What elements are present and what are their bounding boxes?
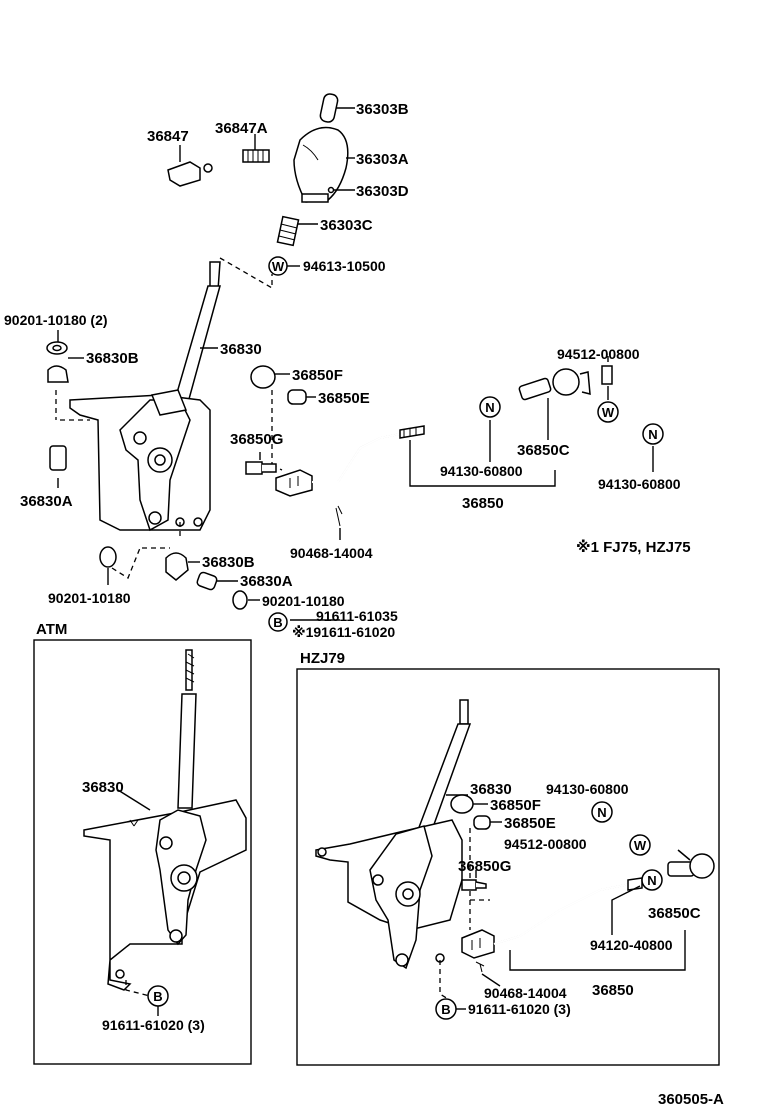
label-36303C: 36303C bbox=[320, 217, 373, 234]
hzj-label-36830: 36830 bbox=[470, 781, 512, 798]
label-36303D: 36303D bbox=[356, 183, 409, 200]
hzj-label-94130-60800: 94130-60800 bbox=[546, 781, 629, 797]
svg-text:N: N bbox=[485, 400, 494, 415]
atm-label-36830: 36830 bbox=[82, 779, 124, 796]
control-rod-top bbox=[275, 425, 425, 497]
hzj-label-36850: 36850 bbox=[592, 982, 634, 999]
hzj-label-90468-14004: 90468-14004 bbox=[484, 985, 567, 1001]
hzj-label-36850G: 36850G bbox=[458, 858, 511, 875]
hzj79-rod-end bbox=[667, 849, 715, 879]
svg-text:W: W bbox=[272, 259, 285, 274]
label-94613-10500: 94613-10500 bbox=[303, 258, 386, 274]
label-36830A-left: 36830A bbox=[20, 493, 73, 510]
nut-symbol-right: N bbox=[642, 423, 664, 445]
svg-text:W: W bbox=[602, 405, 615, 420]
shift-lever-top bbox=[69, 261, 221, 532]
label-36830A-low: 36830A bbox=[240, 573, 293, 590]
hzj-cotter-pin bbox=[475, 961, 485, 973]
washer-symbol-94613: W bbox=[268, 256, 288, 276]
label-36303A: 36303A bbox=[356, 151, 409, 168]
label-36830B-low: 36830B bbox=[202, 554, 255, 571]
hzj-bolt-36850G bbox=[461, 879, 477, 891]
hzj-label-91611-61020-3: 91611-61020 (3) bbox=[468, 1001, 571, 1017]
bushing-36850E bbox=[287, 389, 307, 405]
hzj79-title: HZJ79 bbox=[300, 650, 345, 667]
hzj79-control-rod bbox=[461, 877, 643, 959]
svg-text:N: N bbox=[648, 427, 657, 442]
hzj-bushing-36850E bbox=[473, 815, 491, 830]
nut-symbol-mid: N bbox=[479, 396, 501, 418]
label-94130-60800-right: 94130-60800 bbox=[598, 476, 681, 492]
label-36847: 36847 bbox=[147, 128, 189, 145]
label-91611-61020-alt: ※191611-61020 bbox=[292, 624, 395, 640]
label-90201-10180-b: 90201-10180 bbox=[262, 593, 345, 609]
label-36303B: 36303B bbox=[356, 101, 409, 118]
label-90201-10180-2: 90201-10180 (2) bbox=[4, 312, 108, 328]
hzj-label-94512-00800: 94512-00800 bbox=[504, 836, 587, 852]
washer-lower bbox=[99, 546, 117, 568]
hzj-label-36850C: 36850C bbox=[648, 905, 701, 922]
diagram-id: 360505-A bbox=[658, 1091, 724, 1108]
svg-text:B: B bbox=[273, 615, 282, 630]
hzj-nut-symbol-94130: N bbox=[591, 801, 613, 823]
hzj79-box bbox=[296, 668, 720, 1066]
rod-end-36850C bbox=[518, 365, 613, 401]
hzj-bolt-symbol-91611: B bbox=[435, 998, 457, 1020]
label-94512-00800-top: 94512-00800 bbox=[557, 346, 640, 362]
atm-shift-lever bbox=[83, 649, 247, 991]
label-36850F-top: 36850F bbox=[292, 367, 343, 384]
bushing-36830B-lower bbox=[165, 552, 189, 581]
label-90201-10180-low: 90201-10180 bbox=[48, 590, 131, 606]
note-fj75-hzj75: ※1 FJ75, HZJ75 bbox=[576, 538, 691, 556]
hzj-label-36850F: 36850F bbox=[490, 797, 541, 814]
cotter-pin bbox=[335, 505, 343, 527]
atm-title: ATM bbox=[36, 621, 67, 638]
collar-36830A-lower bbox=[196, 571, 218, 591]
label-94130-60800-mid: 94130-60800 bbox=[440, 463, 523, 479]
bushing-36830B bbox=[47, 365, 69, 383]
atm-bolt-symbol: B bbox=[147, 985, 169, 1007]
label-36850C-top: 36850C bbox=[517, 442, 570, 459]
label-90468-14004-top: 90468-14004 bbox=[290, 545, 373, 561]
hzj79-shift-lever bbox=[315, 699, 472, 970]
label-36830-top: 36830 bbox=[220, 341, 262, 358]
washer-symbol-94512: W bbox=[597, 401, 619, 423]
collar-36830A bbox=[49, 445, 67, 471]
label-36830B-top: 36830B bbox=[86, 350, 139, 367]
hzj-washer-symbol-94512: W bbox=[629, 834, 651, 856]
shift-knob-group bbox=[276, 93, 349, 247]
atm-box bbox=[33, 639, 252, 1065]
bolt-symbol-91611: B bbox=[268, 612, 288, 632]
svg-text:B: B bbox=[441, 1002, 450, 1017]
atm-label-91611-61020-3: 91611-61020 (3) bbox=[102, 1017, 205, 1033]
spring-and-pin bbox=[167, 149, 270, 187]
label-36850G-top: 36850G bbox=[230, 431, 283, 448]
bushing-36850F bbox=[250, 365, 276, 389]
hzj-nut-symbol-94120: N bbox=[641, 869, 663, 891]
hzj-label-36850E: 36850E bbox=[504, 815, 556, 832]
svg-text:B: B bbox=[153, 989, 162, 1004]
svg-text:N: N bbox=[597, 805, 606, 820]
label-36847A: 36847A bbox=[215, 120, 268, 137]
svg-text:N: N bbox=[647, 873, 656, 888]
label-36850-top: 36850 bbox=[462, 495, 504, 512]
bolt-36850G bbox=[245, 461, 263, 475]
svg-text:W: W bbox=[634, 838, 647, 853]
hzj-label-94120-40800: 94120-40800 bbox=[590, 937, 673, 953]
label-36850E-top: 36850E bbox=[318, 390, 370, 407]
label-91611-61035: 91611-61035 bbox=[316, 608, 398, 624]
